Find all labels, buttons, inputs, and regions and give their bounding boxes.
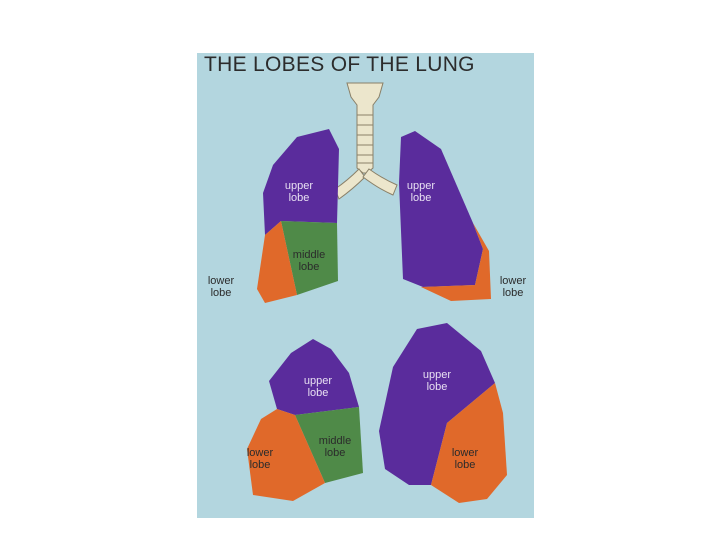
front-right-lung <box>257 129 339 303</box>
figure-title: THE LOBES OF THE LUNG <box>204 53 475 76</box>
front-right-upper-lobe <box>263 129 339 235</box>
lung-lobes-figure: THE LOBES OF THE LUNG <box>197 53 534 518</box>
trachea <box>334 82 398 200</box>
front-left-lung <box>399 131 491 301</box>
lung-illustration <box>247 82 507 503</box>
side-right-middle-lobe <box>295 407 363 483</box>
side-left-lower-lobe <box>431 383 507 503</box>
side-right-lung <box>247 339 363 501</box>
side-right-upper-lobe <box>269 339 359 415</box>
front-right-lower-lobe <box>257 221 297 303</box>
front-left-lower-lobe <box>421 223 491 301</box>
front-left-upper-lobe <box>399 131 483 287</box>
side-right-lower-lobe <box>247 409 325 501</box>
side-left-lung <box>379 323 507 503</box>
front-right-middle-lobe <box>281 221 338 295</box>
side-left-upper-lobe <box>379 323 495 485</box>
